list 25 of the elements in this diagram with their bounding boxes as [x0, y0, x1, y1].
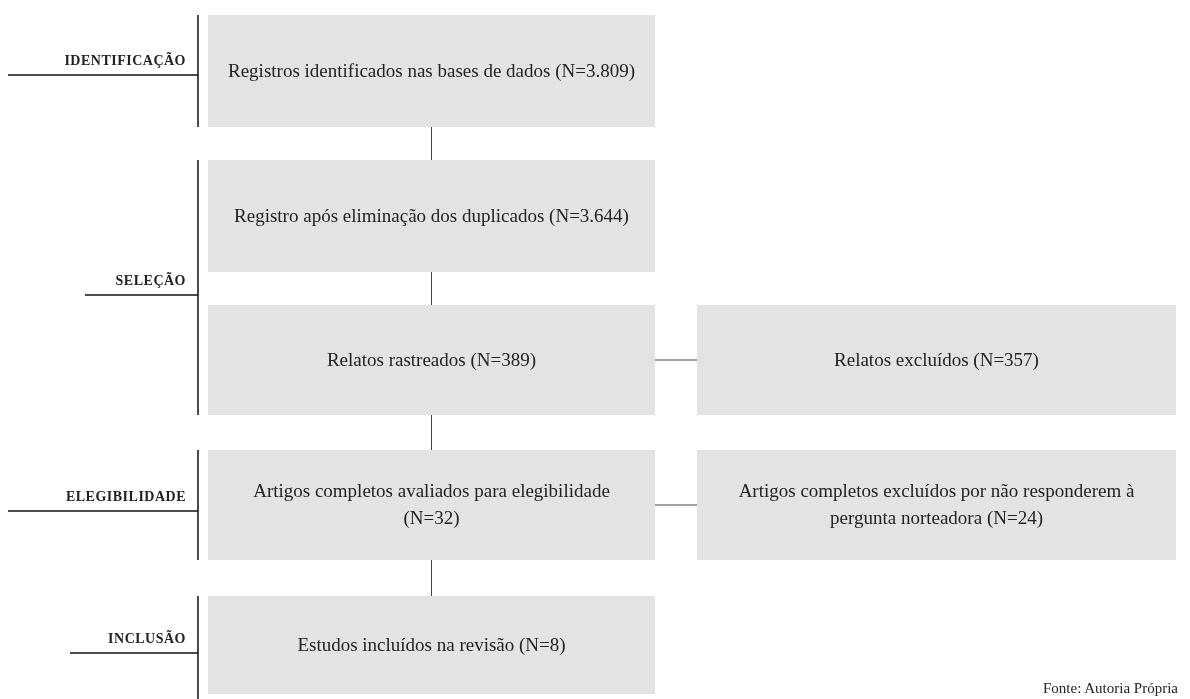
connector-line — [431, 126, 432, 161]
box-text: Registros identificados nas bases de dados (N=3.809) — [228, 58, 635, 83]
stage-label: ELEGIBILIDADE — [65, 489, 186, 505]
connector-line — [654, 504, 698, 506]
process-box — [697, 450, 1176, 560]
stage-label: IDENTIFICAÇÃO — [64, 53, 186, 69]
box-text: Registro após eliminação dos duplicados (N=3.644) — [234, 203, 629, 228]
box-text: Relatos rastreados (N=389) — [326, 347, 537, 372]
process-box — [208, 305, 655, 415]
connector-line — [431, 559, 432, 597]
box-text: Relatos excluídos (N=357) — [834, 347, 1039, 372]
box-text: Artigos completos excluídos por não responderem à pergunta norteadora (N=24) — [737, 479, 1136, 530]
process-box — [697, 305, 1176, 415]
source-note: Fonte: Autoria Própria — [1043, 680, 1178, 697]
process-box — [208, 596, 655, 694]
box-text: Estudos incluídos na revisão (N=8) — [297, 632, 566, 657]
box-text: Artigos completos avaliados para elegibilidade (N=32) — [252, 479, 611, 530]
connector-line — [654, 359, 698, 361]
process-box — [208, 160, 655, 272]
connector-line — [431, 271, 432, 306]
stage-label: INCLUSÃO — [108, 631, 186, 647]
process-box — [208, 15, 655, 127]
connector-line — [431, 414, 432, 451]
process-box — [208, 450, 655, 560]
stage-label: SELEÇÃO — [115, 273, 186, 289]
